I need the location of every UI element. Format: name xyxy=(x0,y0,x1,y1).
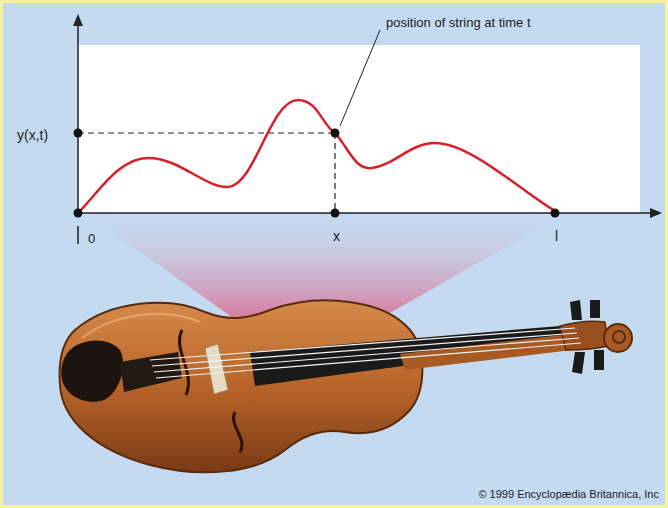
callout-label: position of string at time t xyxy=(386,16,531,31)
copyright-note: © 1999 Encyclopædia Britannica, Inc xyxy=(478,488,659,501)
axis-tick-label: 0 xyxy=(88,232,95,247)
axis-label: y(x,t) xyxy=(17,127,48,143)
axis-tick-label: l xyxy=(555,228,558,244)
string-illustration xyxy=(3,3,665,505)
axis-tick-label: x xyxy=(333,228,340,244)
